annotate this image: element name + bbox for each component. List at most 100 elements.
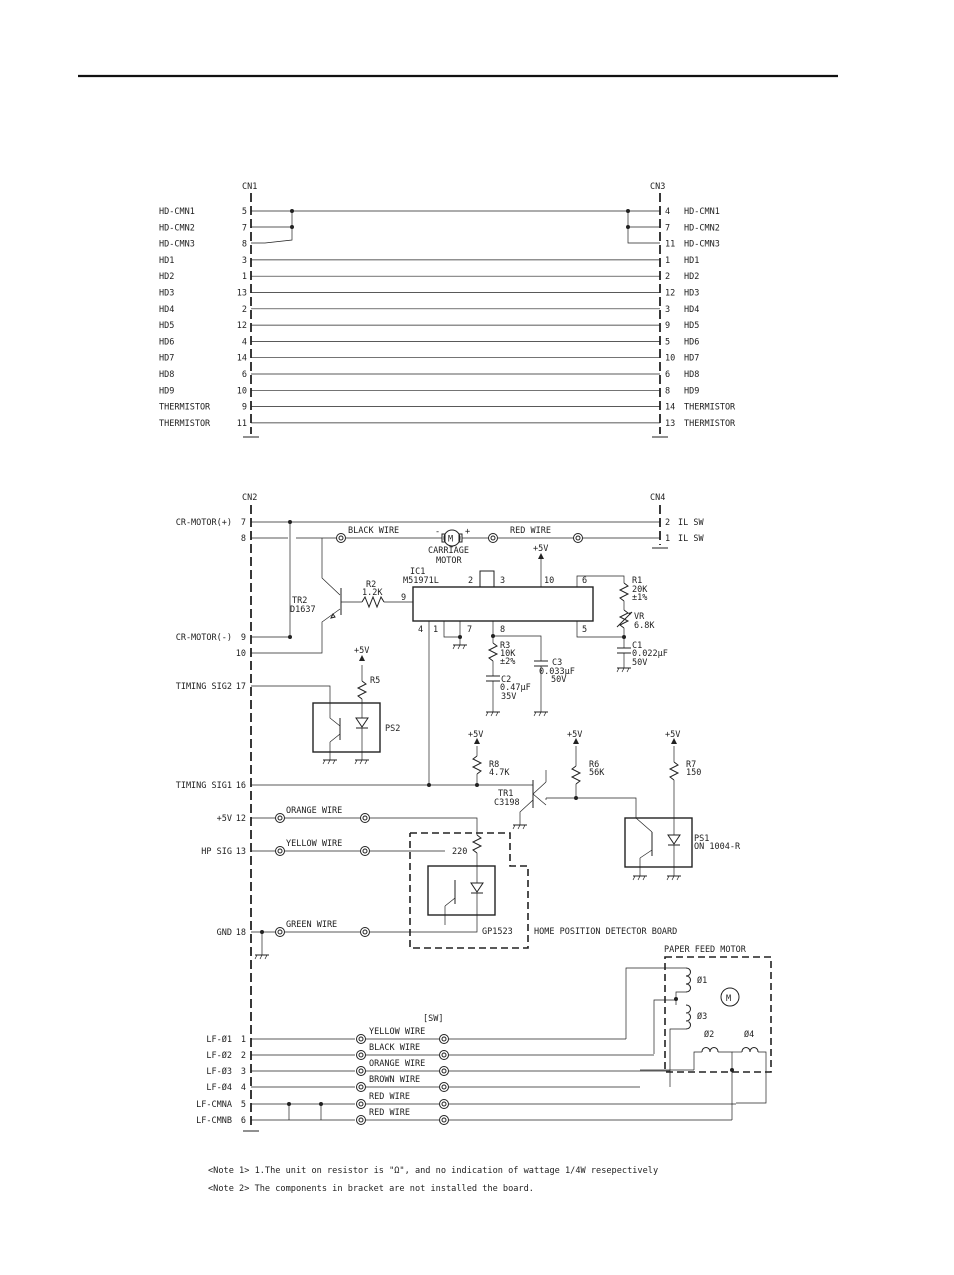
ic1-pin-5: 5: [582, 625, 587, 635]
note-1: <Note 1> 1.The unit on resistor is "Ω", …: [208, 1166, 658, 1176]
cn3-signal-label: HD-CMN3: [684, 240, 720, 250]
cn2-pin-number: 8: [241, 534, 246, 544]
cn2-pin-number: 12: [236, 814, 246, 824]
cn2-pin-number: 5: [241, 1100, 246, 1110]
cn1-signal-label: HD-CMN1: [159, 207, 195, 217]
ground-icon-hatch: [490, 711, 494, 717]
phase-2-label: Ø2: [704, 1029, 714, 1040]
ground-icon-hatch: [676, 875, 680, 881]
r2-ref: R2: [366, 580, 376, 590]
ground-icon-hatch: [642, 875, 646, 881]
ground-icon-hatch: [671, 875, 675, 881]
cn2-signal-label: LF-Ø2: [206, 1050, 232, 1061]
cn2-signal-label: +5V: [217, 814, 232, 824]
cn2-pin-number: 10: [236, 649, 246, 659]
c2-ref: C2: [501, 675, 511, 685]
cn1-pin-number: 5: [242, 207, 247, 217]
lf-terminal-left-inner: [358, 1084, 364, 1090]
vr-value: 6.8K: [634, 621, 655, 631]
r8-ref: R8: [489, 760, 499, 770]
cn3-signal-label: HD5: [684, 321, 699, 331]
cn1-signal-label: HD8: [159, 370, 174, 380]
cn2-pin-number: 16: [236, 781, 246, 791]
cn3-pin-number: 8: [665, 386, 670, 396]
ground-icon-hatch: [637, 875, 641, 881]
ground-icon-hatch: [666, 875, 670, 881]
ground-icon-hatch: [452, 644, 456, 650]
lf-wire-label: RED WIRE: [369, 1092, 410, 1102]
carriage-motor-circuit: M - + CARRIAGE MOTOR BLACK WIRE RED WIRE…: [251, 520, 668, 785]
cn3-signal-label: HD6: [684, 337, 699, 347]
lf-terminal-left-inner: [358, 1068, 364, 1074]
c1-value: 0.022μF: [632, 649, 668, 659]
cn2-pin-number: 1: [241, 1035, 246, 1045]
r6-value: 56K: [589, 768, 605, 778]
ground-icon-hatch: [522, 824, 526, 830]
cn3-pin-number: 5: [665, 337, 670, 347]
cn2-pin-number: 3: [241, 1067, 246, 1077]
cn1-signal-label: HD6: [159, 337, 174, 347]
cn3-signal-label: HD4: [684, 305, 699, 315]
c2-voltage: 35V: [501, 692, 516, 702]
r5-label: R5: [370, 676, 380, 686]
cn3-signal-label: HD3: [684, 289, 699, 299]
c3-voltage: 50V: [551, 675, 566, 685]
lf-terminal-right: [439, 1082, 449, 1092]
r8-vcc: +5V: [468, 730, 483, 740]
ic1-body: [412, 586, 594, 622]
cn2-pin-number: 17: [236, 682, 246, 692]
cn3-signal-label: HD-CMN1: [684, 207, 720, 217]
ic1-pin-6: 6: [582, 576, 587, 586]
orange-wire-label: ORANGE WIRE: [286, 806, 342, 816]
carriage-motor-icon: [443, 529, 461, 547]
lf-wire-label: YELLOW WIRE: [369, 1027, 425, 1037]
cn4-pin-number: 1: [665, 534, 670, 544]
r1-tolerance: ±1%: [632, 593, 647, 603]
home-board-label: HOME POSITION DETECTOR BOARD: [534, 927, 677, 937]
cn2-pin-number: 6: [241, 1116, 246, 1126]
ps1-part: ON 1004-R: [694, 842, 741, 852]
lf-terminal-left-inner: [358, 1036, 364, 1042]
cn2-signal-label: CR-MOTOR(-): [176, 633, 232, 643]
cn1-pin-number: 2: [242, 305, 247, 315]
cn3-pin-number: 1: [665, 256, 670, 266]
cn1-signal-label: HD2: [159, 272, 174, 282]
cn3-pin-number: 13: [665, 419, 675, 429]
cn1-signal-label: THERMISTOR: [159, 403, 211, 413]
ground-icon-hatch: [332, 759, 336, 765]
red-wire-label: RED WIRE: [510, 526, 551, 536]
timing-circuit: +5V R8 4.7K TR1 C3198 +5V R6 56K +5V R7: [251, 730, 741, 876]
ground-icon-hatch: [626, 667, 630, 673]
lf-wire-label: ORANGE WIRE: [369, 1059, 425, 1069]
lf-terminal-right-inner: [441, 1052, 447, 1058]
ic1-pin-2: 2: [468, 576, 473, 586]
ground-icon-hatch: [485, 711, 489, 717]
cn3-signal-label: HD2: [684, 272, 699, 282]
carriage-motor-label-1: CARRIAGE: [428, 546, 469, 556]
ic1-pin-8: 8: [500, 625, 505, 635]
cn2-signal-label: LF-CMNA: [196, 1100, 232, 1110]
ps2-body: [312, 702, 381, 753]
cn2-signal-label: LF-CMNB: [196, 1116, 232, 1126]
paper-feed-motor-box: [664, 956, 772, 1073]
paper-motor-symbol: M: [726, 994, 731, 1004]
cn3-pin-number: 11: [665, 240, 675, 250]
lf-terminal-right: [439, 1099, 449, 1109]
cn1-title: CN1: [242, 182, 257, 192]
lf-terminal-right-inner: [441, 1101, 447, 1107]
r8-value: 4.7K: [489, 768, 510, 778]
cn3-signal-label: HD8: [684, 370, 699, 380]
cn1-signal-label: THERMISTOR: [159, 419, 211, 429]
cn3-signal-label: THERMISTOR: [684, 419, 736, 429]
cn1-pin-number: 7: [242, 223, 247, 233]
r3-value: 10K: [500, 649, 516, 659]
cn3-pin-number: 14: [665, 403, 675, 413]
ground-icon-hatch: [259, 954, 263, 960]
lf-terminal-left: [356, 1115, 366, 1125]
cn3-pin-number: 3: [665, 305, 670, 315]
lf-terminal-right-inner: [441, 1117, 447, 1123]
c3-ref: C3: [552, 658, 562, 668]
yellow-wire-label: YELLOW WIRE: [286, 839, 342, 849]
ps2-vcc: +5V: [354, 646, 369, 656]
